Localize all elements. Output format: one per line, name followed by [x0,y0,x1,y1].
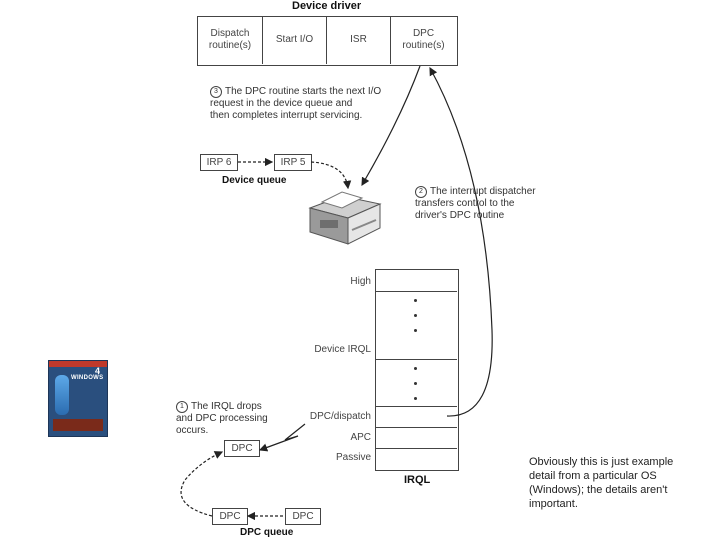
printer-icon [308,191,382,245]
dpc-routine-to-device-arrow [361,65,421,187]
device-queue-item-2: IRP 5 [274,154,312,171]
irp-to-device-arrow [310,161,352,190]
dpc-queue-to-dpc-arrow [180,451,224,517]
book-cover-band [53,419,103,431]
step-3-text: The DPC routine starts the next I/O requ… [210,86,382,121]
device-queue-item-1: IRP 6 [200,154,238,171]
dispatch-routine-cell: Dispatch routine(s) [198,16,263,64]
book-cover-stripe [49,361,107,367]
step-1-text: The IRQL drops and DPC processing occurs… [176,401,268,436]
irql-divider [375,359,457,360]
ellipsis-dot [414,367,417,370]
irql-column [375,269,459,471]
irql-level-apc: APC [350,432,371,443]
device-queue-label: Device queue [222,175,287,186]
irql-level-high: High [350,276,371,287]
dispatch-to-dpc-routine-arrow [429,66,493,417]
irql-level-passive: Passive [335,452,371,463]
book-cover-image: WINDOWS 4 [48,360,108,437]
irql-level-device: Device IRQL [314,344,371,355]
device-driver-box [197,16,458,66]
dpc-queue-label: DPC queue [240,527,294,538]
step-2-text: The interrupt dispatcher transfers contr… [415,186,536,221]
book-cover-art [55,375,69,415]
irql-divider [375,406,457,407]
irql-level-dpc-dispatch: DPC/dispatch [309,411,371,422]
isr-cell: ISR [327,16,391,64]
irql-label: IRQL [404,474,431,486]
dpc-routine-cell: DPC routine(s) [402,28,445,51]
irql-divider [375,448,457,449]
ellipsis-dot [414,299,417,302]
start-io-cell: Start I/O [263,16,327,64]
ellipsis-dot [414,314,417,317]
irql-divider [375,427,457,428]
ellipsis-dot [414,329,417,332]
note-text: Obviously this is just example detail fr… [529,456,674,510]
dpc-queue-item-2: DPC [285,508,321,525]
device-driver-title: Device driver [292,0,362,12]
irql-divider [375,291,457,292]
dpc-lightning-arrow [258,423,306,452]
ellipsis-dot [414,382,417,385]
book-edition: 4 [95,366,101,376]
ellipsis-dot [414,397,417,400]
book-title: WINDOWS [71,375,104,381]
